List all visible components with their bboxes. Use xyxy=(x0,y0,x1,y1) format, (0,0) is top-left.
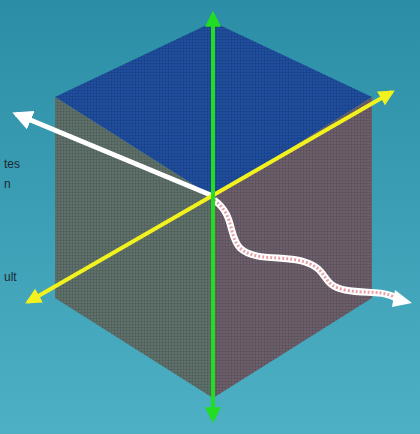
green-axis xyxy=(211,14,215,420)
note-fragment: ult xyxy=(4,270,17,284)
white-arrow xyxy=(16,114,213,196)
wavy-arrow xyxy=(214,200,412,307)
yellow-axis xyxy=(28,92,392,302)
note-fragment: n xyxy=(4,177,11,191)
note-fragment: tes xyxy=(4,157,20,171)
